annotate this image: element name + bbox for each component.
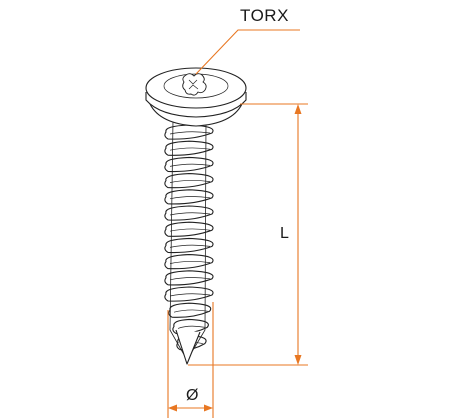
thread-root [169, 212, 211, 216]
length-arrow-top [294, 104, 302, 114]
dimension-lines [167, 29, 308, 418]
torx-leader-line [195, 29, 300, 75]
thread-root [169, 260, 211, 264]
thread-root [169, 277, 211, 281]
thread-root [173, 309, 208, 313]
thread-root [169, 293, 211, 297]
screw-threads [164, 124, 214, 351]
length-arrow-bottom [294, 355, 302, 365]
thread-root [177, 325, 206, 329]
screw-body [145, 67, 247, 365]
screw-point [175, 329, 201, 365]
diameter-arrow-left [168, 404, 177, 412]
length-label: L [280, 225, 289, 242]
diameter-label: Ø [186, 387, 199, 404]
thread-root [169, 228, 211, 232]
diameter-arrow-right [204, 404, 213, 412]
torx-label: TORX [240, 6, 289, 25]
thread-root [169, 179, 211, 183]
thread-root [169, 163, 211, 167]
thread-root [169, 244, 211, 248]
thread-root [169, 147, 211, 151]
thread-root [169, 196, 211, 200]
torx-drive-icon [182, 73, 207, 96]
